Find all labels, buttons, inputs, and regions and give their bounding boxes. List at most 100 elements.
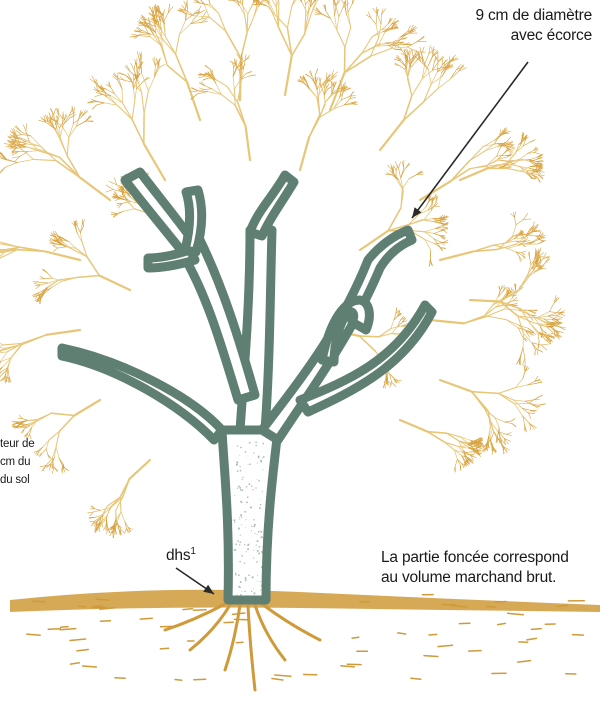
crown-twig bbox=[530, 140, 535, 143]
crown-twig bbox=[252, 0, 254, 2]
crown-twig bbox=[0, 346, 5, 348]
bark-speck bbox=[261, 585, 263, 587]
soil-stroke bbox=[531, 629, 541, 630]
crown-twig bbox=[399, 66, 405, 70]
crown-twig bbox=[275, 15, 287, 28]
bark-speck bbox=[256, 540, 258, 542]
crown-twig bbox=[132, 101, 135, 119]
crown-twig bbox=[519, 325, 529, 328]
crown-twig bbox=[538, 404, 544, 405]
crown-twig bbox=[7, 358, 11, 368]
crown-twig bbox=[460, 437, 470, 441]
soil-stroke bbox=[77, 650, 88, 651]
crown-twig bbox=[13, 137, 20, 138]
crown-twig bbox=[337, 17, 339, 30]
bark-speck bbox=[254, 533, 255, 534]
crown-twig bbox=[531, 178, 536, 179]
crown-twig bbox=[63, 127, 69, 137]
bark-speck bbox=[261, 551, 263, 553]
bark-speck bbox=[260, 590, 261, 591]
root bbox=[248, 606, 255, 690]
soil-stroke bbox=[411, 678, 421, 679]
crown-twig bbox=[39, 282, 48, 283]
crown-twig bbox=[207, 0, 210, 4]
bark-speck bbox=[235, 573, 236, 574]
crown-twig bbox=[547, 333, 553, 335]
soil-stroke bbox=[236, 642, 243, 643]
crown-twig bbox=[380, 120, 404, 150]
crown-twig bbox=[76, 276, 99, 278]
crown-twig bbox=[138, 27, 143, 30]
crown-twig bbox=[205, 86, 212, 89]
crown-twig bbox=[359, 336, 378, 337]
bark-speck bbox=[262, 553, 263, 554]
crown-twig bbox=[548, 316, 556, 319]
bark-speck bbox=[253, 526, 255, 528]
crown-twig bbox=[1, 352, 8, 362]
bark-speck bbox=[256, 544, 257, 545]
crown-twig bbox=[134, 63, 135, 70]
diameter-label-line1: 9 cm de diamètre bbox=[372, 6, 592, 26]
crown-twig bbox=[153, 6, 155, 14]
soil-stroke bbox=[469, 651, 481, 652]
crown-twig bbox=[95, 509, 101, 511]
soil-stroke bbox=[573, 635, 584, 636]
crown-twig bbox=[402, 179, 409, 189]
crown-twig bbox=[87, 257, 99, 276]
crown-twig bbox=[539, 240, 546, 241]
bark-speck bbox=[239, 519, 240, 520]
bark-speck bbox=[261, 566, 263, 568]
bark-speck bbox=[240, 514, 242, 516]
crown-twig bbox=[0, 244, 1, 247]
soil-stroke bbox=[194, 679, 206, 680]
crown-twig bbox=[336, 7, 339, 17]
bark-speck bbox=[249, 442, 251, 444]
bark-speck bbox=[250, 506, 252, 508]
crown-twig bbox=[121, 529, 124, 533]
crown-twig bbox=[495, 134, 504, 140]
crown-twig bbox=[120, 497, 121, 512]
crown-twig bbox=[48, 280, 59, 283]
crown-twig bbox=[506, 433, 511, 435]
crown-twig bbox=[512, 424, 516, 427]
crown-twig bbox=[400, 420, 428, 432]
crown-twig bbox=[399, 162, 401, 168]
bark-speck bbox=[240, 489, 242, 491]
crown-twig bbox=[339, 8, 343, 17]
crown-twig bbox=[345, 27, 351, 47]
crown-twig bbox=[22, 419, 28, 421]
crown-twig bbox=[131, 63, 134, 70]
soil-stroke bbox=[486, 606, 495, 607]
crown-twig bbox=[90, 521, 95, 522]
crown-twig bbox=[26, 124, 27, 132]
crown-twig bbox=[485, 146, 498, 151]
crown-twig bbox=[472, 392, 485, 409]
crown-twig bbox=[111, 212, 116, 213]
crown-twig bbox=[135, 89, 137, 102]
soil-stroke bbox=[33, 601, 45, 602]
bark-speck bbox=[246, 519, 247, 520]
bark-speck bbox=[259, 507, 261, 509]
bark-speck bbox=[246, 501, 248, 503]
crown-twig bbox=[197, 92, 208, 95]
soil-stroke bbox=[70, 639, 86, 641]
soil-stroke bbox=[101, 621, 111, 622]
crown-twig bbox=[425, 229, 436, 232]
crown-twig bbox=[142, 92, 145, 113]
crown-twig bbox=[40, 276, 45, 278]
crown-twig bbox=[315, 70, 318, 76]
crown-twig bbox=[306, 74, 311, 77]
crown-twig bbox=[59, 114, 62, 119]
crown-twig bbox=[92, 105, 96, 109]
bark-speck bbox=[248, 483, 250, 485]
crown-twig bbox=[80, 177, 110, 200]
height-label: teur de cm du du sol bbox=[0, 435, 70, 489]
crown-twig bbox=[395, 161, 399, 168]
crown-twig bbox=[325, 94, 332, 103]
crown-twig bbox=[327, 87, 331, 90]
bark-speck bbox=[240, 581, 242, 583]
soil-stroke bbox=[96, 599, 109, 600]
crown-twig bbox=[523, 348, 525, 359]
bark-speck bbox=[236, 461, 238, 463]
crown-twig bbox=[455, 467, 456, 473]
